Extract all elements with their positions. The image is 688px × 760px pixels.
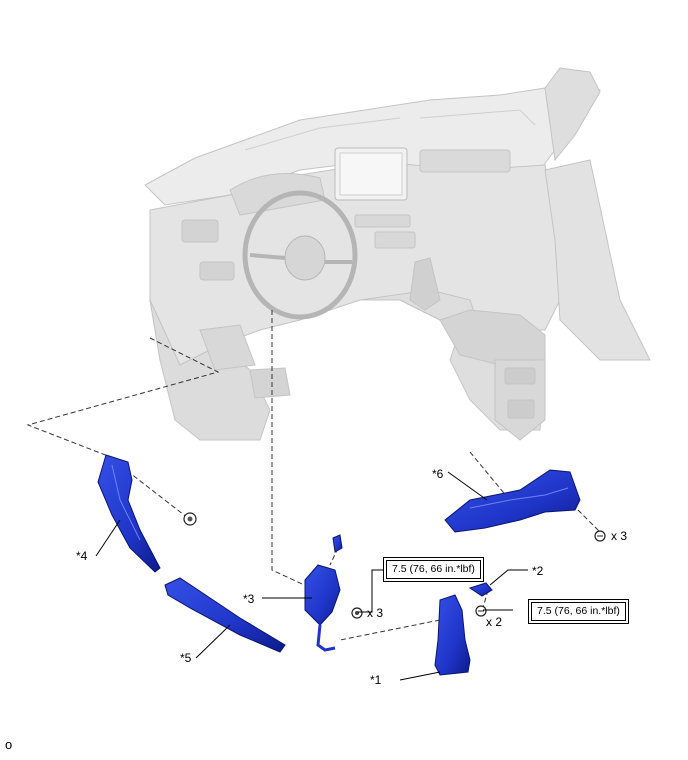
quantity-bolts-label: x 3	[611, 529, 628, 543]
callout-2-label: *2	[532, 564, 544, 578]
part-6-center-panel	[444, 469, 581, 533]
quantity-screws-label: x 2	[486, 615, 503, 629]
callout-3-label: *3	[243, 592, 255, 606]
part-2-clip	[468, 582, 493, 597]
part-5-trim-strip	[164, 577, 286, 653]
callout-1-label: *1	[370, 673, 382, 687]
callout-lines	[95, 471, 528, 681]
page-marker: o	[5, 737, 13, 752]
part-1-panel	[434, 594, 471, 676]
callout-5-label: *5	[180, 651, 192, 665]
screw-icon	[475, 605, 487, 617]
part-3-bracket	[304, 534, 343, 652]
torque-spec-lower: 7.5 (76, 66 in.*lbf)	[528, 599, 629, 624]
torque-spec-lower-text: 7.5 (76, 66 in.*lbf)	[531, 602, 626, 621]
vehicle-interior-illustration	[144, 67, 651, 441]
clip-fastener-icon	[183, 512, 197, 526]
bolt-icon	[594, 530, 606, 542]
callout-4-label: *4	[76, 549, 88, 563]
quantity-nuts-label: x 3	[367, 606, 384, 620]
callout-6-label: *6	[432, 467, 444, 481]
part-4-side-panel	[97, 454, 161, 573]
nut-icon	[351, 607, 363, 619]
torque-spec-upper-text: 7.5 (76, 66 in.*lbf)	[386, 560, 481, 579]
torque-spec-upper: 7.5 (76, 66 in.*lbf)	[383, 557, 484, 582]
